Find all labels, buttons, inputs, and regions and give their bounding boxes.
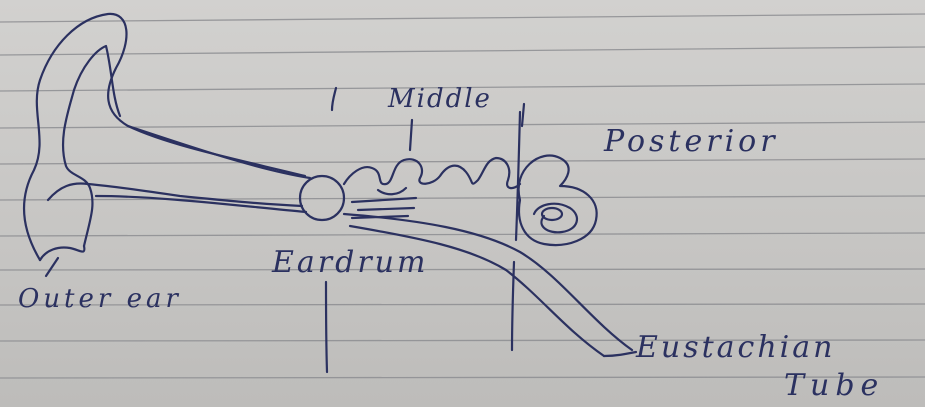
- cochlea-center: [540, 206, 564, 222]
- ossicle-loop: [376, 186, 408, 196]
- label-eustachian: Eustachian: [636, 330, 836, 365]
- eustachian-tube-upper: [342, 212, 634, 352]
- outer-ear-inner-fold: [61, 44, 122, 248]
- divider-line-right-lower: [510, 260, 516, 352]
- ossicles: [342, 156, 522, 190]
- label-eardrum: Eardrum: [272, 245, 429, 280]
- outer-ear-pointer: [44, 256, 60, 278]
- divider-line-right: [514, 110, 522, 242]
- eardrum-shape: [298, 174, 346, 222]
- eustachian-pointer: [602, 350, 638, 358]
- ear-canal-lower: [94, 194, 308, 214]
- divider-line-mid-tick: [520, 102, 526, 128]
- outer-ear-outline: [22, 12, 307, 262]
- divider-line-left: [330, 86, 338, 112]
- divider-line-left-lower: [324, 280, 329, 374]
- label-tube: Tube: [784, 368, 885, 403]
- cavity-line-2: [356, 206, 416, 212]
- outer-ear-concha: [46, 182, 304, 208]
- label-outer-ear: Outer ear: [18, 284, 182, 314]
- middle-pointer: [408, 118, 414, 152]
- ear-canal-upper: [126, 124, 312, 180]
- cochlea-inner: [532, 202, 579, 234]
- label-posterior: Posterior: [604, 124, 779, 159]
- outer-ear-lobe: [38, 244, 86, 262]
- eustachian-tube-lower: [348, 224, 606, 358]
- cavity-line-1: [350, 196, 418, 204]
- label-middle: Middle: [388, 84, 492, 114]
- cochlea-outer: [517, 154, 598, 246]
- ruled-lines: [0, 13, 925, 379]
